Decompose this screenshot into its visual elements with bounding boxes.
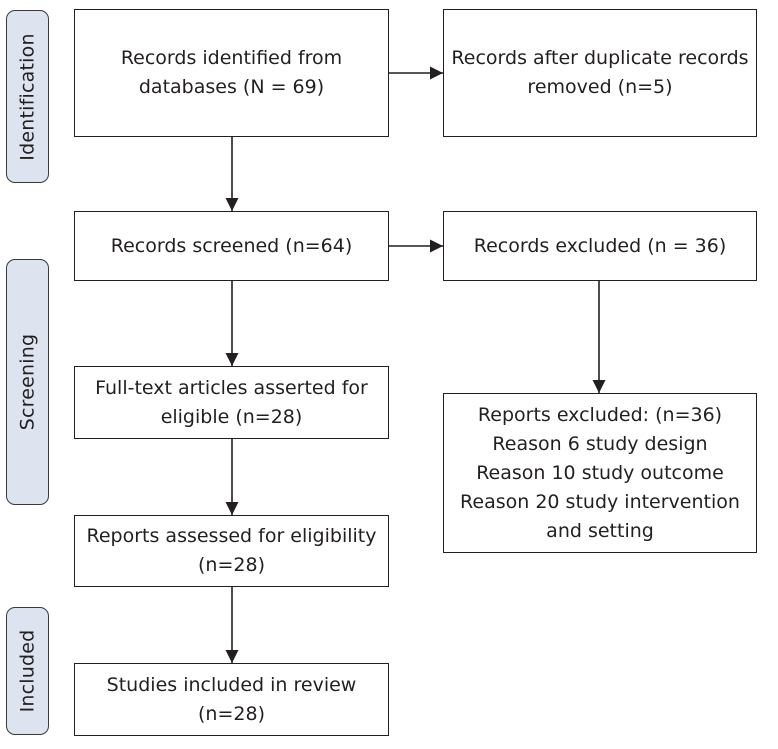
phase-identification: Identification [6, 10, 49, 183]
box-line: Records screened (n=64) [110, 234, 353, 257]
box-records-screened: Records screened (n=64) [74, 211, 389, 281]
box-line: removed (n=5) [527, 76, 673, 98]
box-line: (n=28) [198, 554, 265, 576]
box-line: Reports excluded: (n=36) [477, 403, 723, 426]
phase-screening: Screening [6, 259, 49, 505]
phase-included: Included [6, 607, 49, 735]
box-line: Studies included in review [106, 673, 357, 696]
box-line: Records identified from [120, 47, 343, 69]
box-line: databases (N = 69) [138, 76, 325, 98]
box-duplicates-removed: Records after duplicate records removed … [443, 9, 757, 137]
box-line: and setting [546, 519, 654, 542]
box-line: Records excluded (n = 36) [473, 234, 727, 257]
box-records-excluded: Records excluded (n = 36) [443, 211, 757, 281]
box-line: Reason 10 study outcome [476, 461, 724, 484]
box-line: Reports assessed for eligibility [86, 525, 377, 547]
box-full-text-articles: Full-text articles asserted for eligible… [74, 366, 389, 439]
box-line: eligible (n=28) [160, 405, 303, 428]
box-line: Full-text articles asserted for [95, 376, 368, 399]
box-records-identified: Records identified from databases (N = 6… [74, 9, 389, 137]
box-line: Records after duplicate records [451, 47, 749, 69]
box-line: Reason 6 study design [492, 432, 708, 455]
box-reports-assessed: Reports assessed for eligibility (n=28) [74, 515, 389, 587]
box-studies-included: Studies included in review (n=28) [74, 663, 389, 736]
box-reports-excluded: Reports excluded: (n=36) Reason 6 study … [443, 393, 757, 553]
box-line: Reason 20 study intervention [460, 490, 740, 513]
box-line: (n=28) [198, 702, 265, 725]
